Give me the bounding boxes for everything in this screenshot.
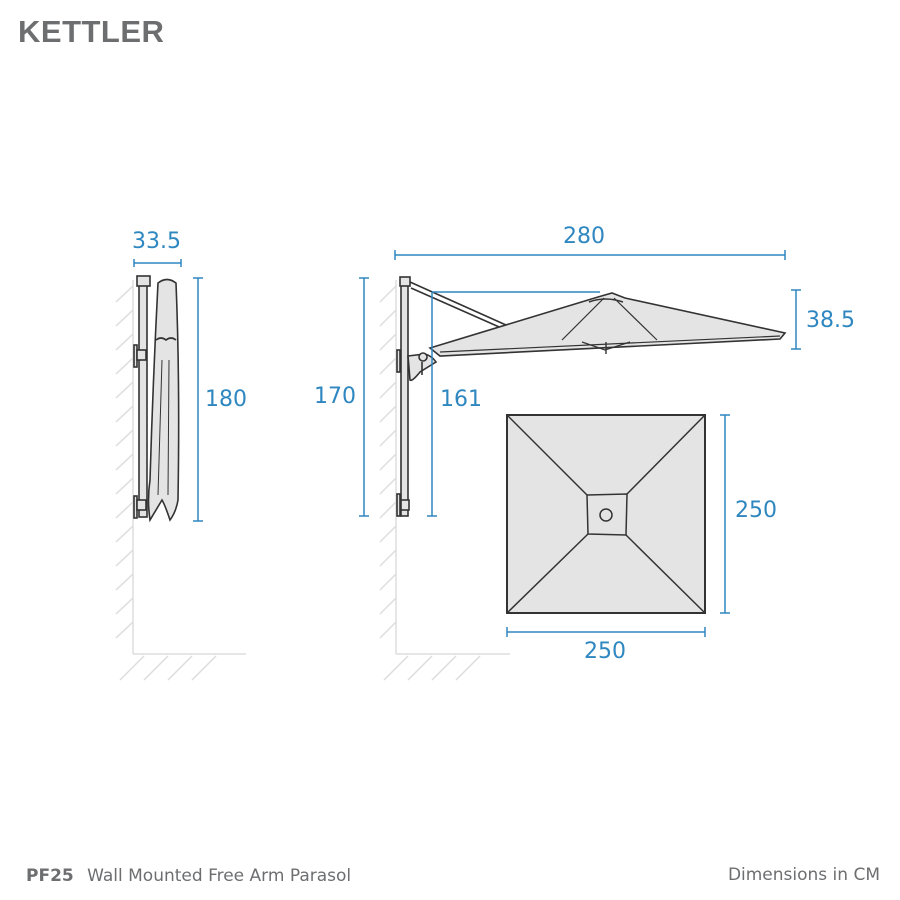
product-caption: PF25 Wall Mounted Free Arm Parasol <box>26 866 351 886</box>
wall-left <box>115 280 246 681</box>
product-name: Wall Mounted Free Arm Parasol <box>87 866 352 886</box>
label-180: 180 <box>205 387 247 412</box>
label-280: 280 <box>563 224 605 249</box>
wall-right <box>379 280 510 681</box>
dim-161 <box>427 291 600 517</box>
label-250-width: 250 <box>584 639 626 664</box>
dim-180 <box>193 277 203 522</box>
folded-parasol <box>133 275 180 523</box>
label-250-depth: 250 <box>735 498 777 523</box>
kettler-logo: KETTLER <box>18 14 165 49</box>
label-33-5: 33.5 <box>132 229 181 254</box>
label-170: 170 <box>314 384 356 409</box>
label-161: 161 <box>440 387 482 412</box>
canopy-top-view <box>506 414 706 614</box>
label-38-5: 38.5 <box>806 308 855 333</box>
dim-250-depth <box>720 414 730 614</box>
dim-38-5 <box>791 289 801 350</box>
units-note: Dimensions in CM <box>727 865 880 885</box>
dim-170 <box>359 277 369 517</box>
dim-250-width <box>506 627 706 637</box>
dim-280 <box>394 250 786 260</box>
dim-33-5 <box>133 259 182 267</box>
open-parasol <box>396 276 787 517</box>
product-code: PF25 <box>26 866 74 886</box>
